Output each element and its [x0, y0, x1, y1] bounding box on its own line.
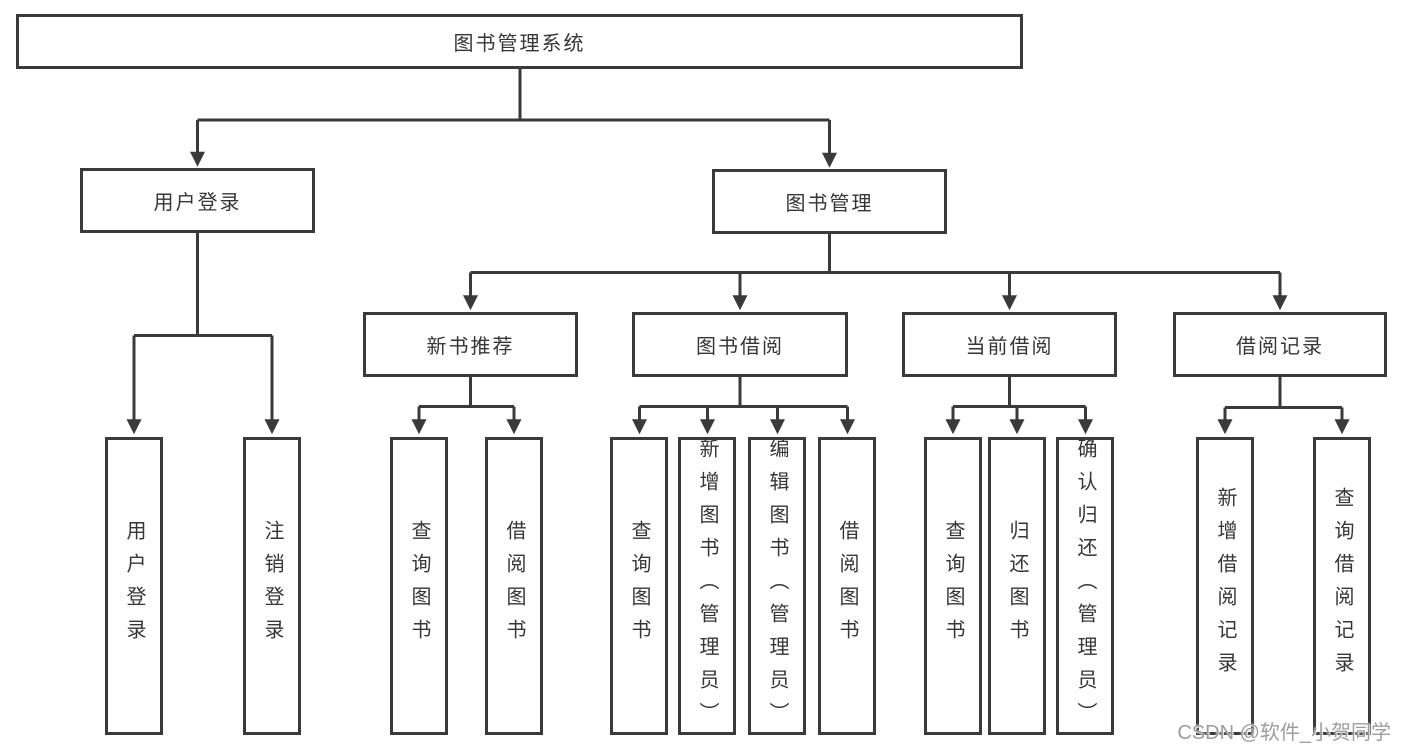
- leaf-edit-books-admin: 编辑图书（管理员）: [748, 437, 806, 735]
- leaf-query-books-recommend-label: 查询图书: [408, 520, 430, 652]
- node-new-book-recommendation: 新书推荐: [363, 312, 578, 377]
- leaf-query-borrow-record-label: 查询借阅记录: [1331, 487, 1353, 685]
- node-root-label: 图书管理系统: [453, 33, 586, 55]
- node-user-login-label: 用户登录: [153, 192, 242, 214]
- node-borrowing-records-label: 借阅记录: [1236, 336, 1324, 358]
- leaf-query-books-recommend: 查询图书: [390, 437, 448, 735]
- node-book-borrowing: 图书借阅: [632, 312, 848, 377]
- leaf-logout-label: 注销登录: [261, 520, 283, 652]
- leaf-confirm-return-admin: 确认归还（管理员）: [1056, 437, 1114, 735]
- leaf-borrow-books-recommend: 借阅图书: [485, 437, 543, 735]
- node-book-borrowing-label: 图书借阅: [696, 336, 784, 358]
- leaf-query-books-borrowing: 查询图书: [610, 437, 668, 735]
- leaf-edit-books-admin-label: 编辑图书（管理员）: [766, 437, 788, 735]
- node-user-login: 用户登录: [80, 168, 315, 233]
- leaf-add-borrow-record: 新增借阅记录: [1196, 437, 1254, 735]
- leaf-add-books-admin-label: 新增图书（管理员）: [696, 437, 718, 735]
- csdn-watermark: CSDN @软件_小贺同学: [1177, 722, 1391, 744]
- node-book-management-label: 图书管理: [785, 193, 874, 215]
- node-current-borrowing-label: 当前借阅: [965, 336, 1054, 358]
- leaf-borrow-books-borrowing: 借阅图书: [818, 437, 876, 735]
- node-current-borrowing: 当前借阅: [902, 312, 1117, 377]
- leaf-return-books-label: 归还图书: [1006, 520, 1028, 652]
- leaf-query-books-current: 查询图书: [924, 437, 982, 735]
- leaf-borrow-books-borrowing-label: 借阅图书: [836, 520, 858, 652]
- leaf-query-books-current-label: 查询图书: [942, 520, 964, 652]
- leaf-query-books-borrowing-label: 查询图书: [628, 520, 650, 652]
- leaf-query-borrow-record: 查询借阅记录: [1313, 437, 1371, 735]
- leaf-user-login-label: 用户登录: [123, 520, 145, 652]
- leaf-user-login: 用户登录: [105, 437, 163, 735]
- leaf-add-books-admin: 新增图书（管理员）: [678, 437, 736, 735]
- node-book-management: 图书管理: [712, 169, 947, 234]
- node-borrowing-records: 借阅记录: [1173, 312, 1387, 377]
- node-root-system: 图书管理系统: [16, 14, 1023, 69]
- leaf-return-books: 归还图书: [988, 437, 1046, 735]
- leaf-borrow-books-recommend-label: 借阅图书: [503, 520, 525, 652]
- leaf-confirm-return-admin-label: 确认归还（管理员）: [1074, 437, 1096, 735]
- leaf-add-borrow-record-label: 新增借阅记录: [1214, 487, 1236, 685]
- node-new-book-recommendation-label: 新书推荐: [426, 336, 515, 358]
- leaf-logout: 注销登录: [243, 437, 301, 735]
